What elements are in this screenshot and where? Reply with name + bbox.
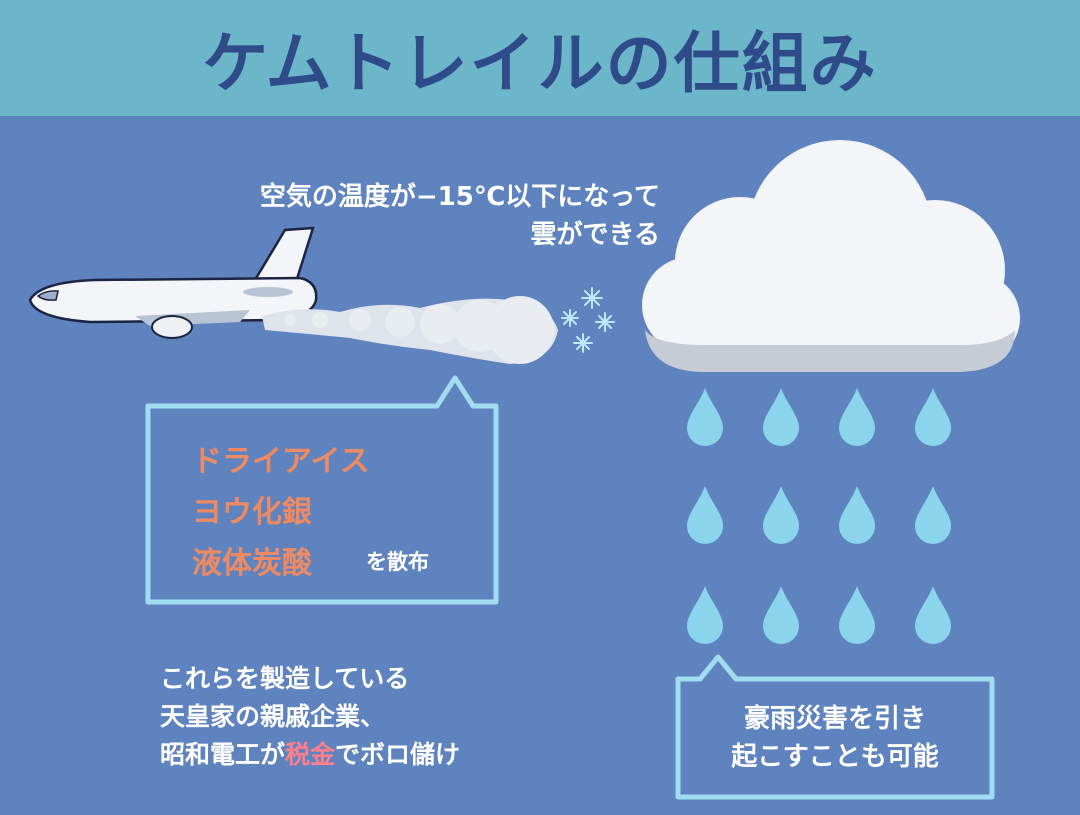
rain-disaster-line1: 豪雨災害を引き	[743, 704, 926, 734]
tax-highlight: 税金	[285, 740, 336, 769]
rain-callout-box	[675, 654, 995, 800]
company-claim-line3-suffix: でボロ儲け	[335, 740, 461, 769]
page-title: ケムトレイルの仕組み	[202, 25, 878, 102]
cloud-icon	[642, 140, 1020, 372]
raindrop	[839, 486, 875, 544]
chemical-item-silver-iodide: ヨウ化銀	[192, 495, 312, 530]
company-claim-line1: これらを製造している	[160, 664, 410, 693]
raindrop	[687, 486, 723, 544]
raindrop	[687, 586, 723, 644]
company-claim-line3-prefix: 昭和電工が	[160, 740, 286, 769]
raindrop-icon	[687, 388, 951, 644]
company-claim-line2: 天皇家の親戚企業、	[160, 702, 386, 731]
raindrop	[839, 586, 875, 644]
raindrop	[763, 486, 799, 544]
temperature-note-line1: 空気の温度が−15℃以下になって	[259, 182, 660, 212]
raindrop	[763, 388, 799, 446]
company-claim-text: これらを製造している 天皇家の親戚企業、 昭和電工が税金でボロ儲け	[160, 660, 460, 774]
raindrop	[687, 388, 723, 446]
snowflake-icon	[561, 287, 615, 353]
raindrop	[763, 586, 799, 644]
temperature-note: 空気の温度が−15℃以下になって 雲ができる	[170, 178, 660, 254]
raindrop	[915, 586, 951, 644]
contrail-icon	[262, 296, 558, 364]
raindrop	[915, 486, 951, 544]
title-bar: ケムトレイルの仕組み	[0, 0, 1080, 116]
airplane-icon	[28, 226, 318, 339]
chemical-item-dry-ice: ドライアイス	[192, 444, 370, 479]
chemicals-suffix: を散布	[366, 550, 429, 574]
temperature-note-line2: 雲ができる	[530, 220, 660, 250]
raindrop	[915, 388, 951, 446]
company-claim-line3: 昭和電工が税金でボロ儲け	[160, 736, 460, 774]
chemical-item-liquid-co2: 液体炭酸	[192, 546, 312, 581]
rain-disaster-line2: 起こすことも可能	[731, 742, 939, 772]
rain-disaster-text: 豪雨災害を引き 起こすことも可能	[690, 700, 980, 776]
chemicals-callout-box	[145, 375, 499, 605]
raindrop	[839, 388, 875, 446]
